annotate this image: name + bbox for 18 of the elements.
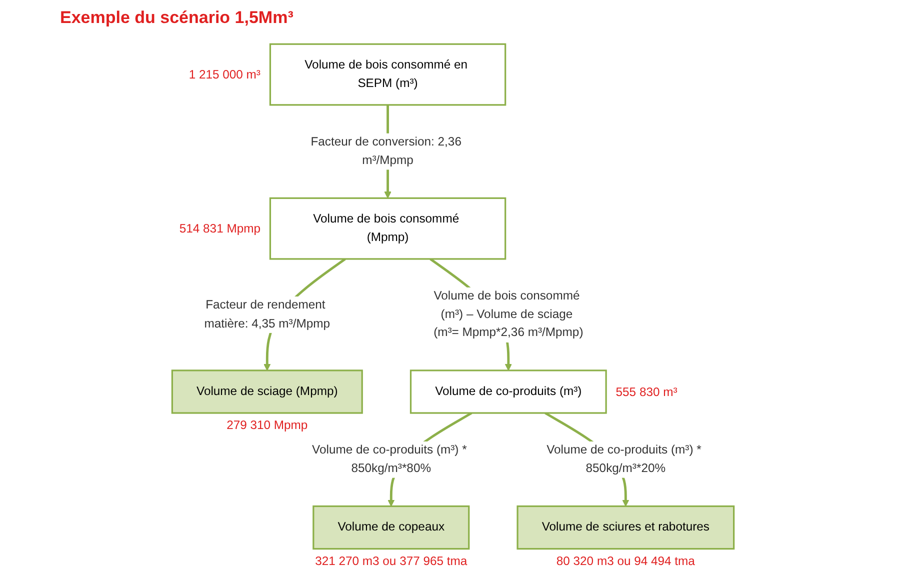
quantity-note: 555 830 m³ [616, 384, 678, 399]
node-box: Volume de bois consommé en SEPM (m³) [269, 43, 506, 106]
edge-label: Facteur de conversion: 2,36 m³/Mpmp [310, 134, 462, 167]
edge-label: Volume de co-produits (m³) * 850kg/m³*20% [546, 443, 702, 476]
diagram-title: Exemple du scénario 1,5Mm³ [60, 8, 294, 28]
node-box: Volume de bois consommé (Mpmp) [269, 197, 506, 260]
edge-label: Volume de bois consommé (m³) – Volume de sciage (m³= Mpmp*2,36 m³/Mpmp) [434, 288, 584, 340]
quantity-note: 514 831 Mpmp [179, 222, 260, 236]
edge-label: Facteur de rendement matière: 4,35 m³/Mpmp [204, 298, 330, 330]
node-box: Volume de sciures et rabotures [516, 505, 735, 550]
edge-label: Volume de co-produits (m³) * 850kg/m³*80% [312, 443, 467, 476]
node-box: Volume de sciage (Mpmp) [171, 370, 363, 414]
node-box: Volume de co-produits (m³) [410, 370, 607, 414]
node-box: Volume de copeaux [312, 505, 470, 550]
quantity-note: 321 270 m3 ou 377 965 tma [315, 554, 468, 568]
quantity-note: 1 215 000 m³ [188, 68, 260, 82]
quantity-note: 279 310 Mpmp [226, 418, 308, 432]
quantity-note: 80 320 m3 ou 94 494 tma [556, 554, 695, 568]
